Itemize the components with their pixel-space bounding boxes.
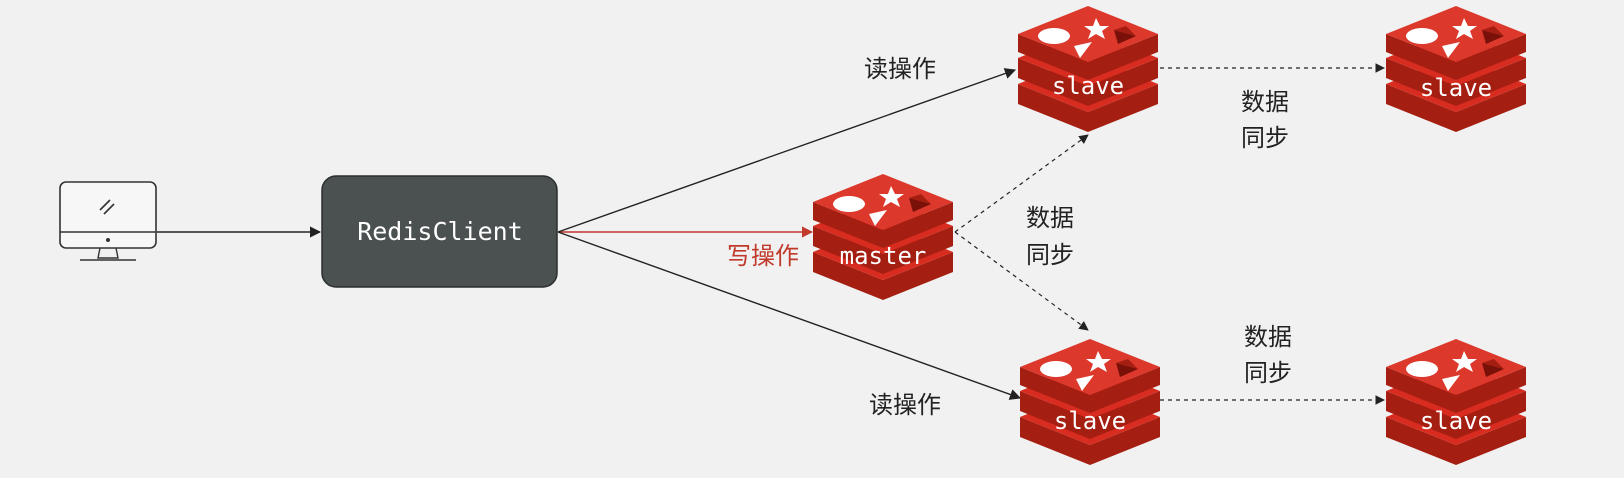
label-read-bottom: 读操作 — [869, 391, 941, 419]
redis-logo-icon — [1386, 339, 1526, 465]
arrow-sync-master-top — [954, 134, 1089, 233]
label-sync-master-2: 同步 — [1026, 241, 1074, 269]
arrow-sync-master-bottom — [954, 231, 1089, 331]
slave-label: slave — [1420, 74, 1492, 102]
label-sync-top-2: 同步 — [1241, 124, 1289, 152]
slave-node-bottom-right: slave — [1386, 339, 1526, 465]
label-sync-master-1: 数据 — [1026, 204, 1074, 232]
slave-label: slave — [1052, 72, 1124, 100]
redis-logo-icon — [1386, 6, 1526, 132]
slave-node-top-right: slave — [1386, 6, 1526, 132]
arrow-read-bottom — [557, 231, 1022, 400]
slave-node-top: slave — [1018, 6, 1158, 132]
arrow-read-top — [557, 68, 1017, 233]
master-label: master — [840, 242, 927, 270]
label-sync-top-1: 数据 — [1241, 88, 1289, 116]
slave-node-bottom: slave — [1020, 339, 1160, 465]
slave-label: slave — [1420, 407, 1492, 435]
slave-label: slave — [1054, 407, 1126, 435]
label-sync-bottom-2: 同步 — [1244, 359, 1292, 387]
label-sync-bottom-1: 数据 — [1244, 323, 1292, 351]
redis-logo-icon — [1020, 339, 1160, 465]
redis-logo-icon — [1018, 6, 1158, 132]
redis-logo-icon — [813, 174, 953, 300]
master-node: master — [813, 174, 953, 300]
computer-icon — [59, 181, 157, 261]
client-label: RedisClient — [357, 217, 523, 246]
label-read-top: 读操作 — [864, 55, 936, 83]
redis-client-box: RedisClient — [321, 175, 558, 288]
label-write: 写操作 — [727, 242, 799, 270]
